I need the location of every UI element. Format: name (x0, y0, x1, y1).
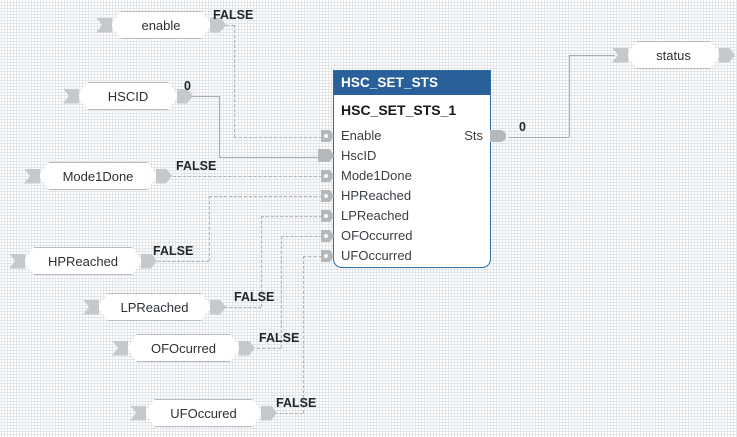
tag-cap-left-icon (63, 88, 79, 104)
input-pin-label-ofoccurred: OFOccurred (341, 228, 413, 243)
value-label-sts: 0 (519, 120, 526, 134)
input-pin-connector-icon[interactable] (321, 250, 334, 262)
input-pin-label-hscid: HscID (341, 148, 377, 163)
wire-enable (234, 137, 322, 138)
wire-lpreached (261, 216, 322, 217)
wire-hpreached (209, 196, 210, 261)
input-pin-connector-icon[interactable] (321, 170, 334, 182)
wire-enable (234, 25, 235, 137)
tag-cap-left-icon (9, 253, 25, 269)
tag-label-lpreached: LPReached (98, 293, 211, 321)
variable-tag-hpreached[interactable]: HPReached (9, 247, 157, 275)
tag-cap-left-icon (96, 17, 112, 33)
wire-ofocurred (241, 348, 281, 349)
pin-row-mode1done[interactable]: Mode1Done (321, 166, 490, 186)
pin-row-enable[interactable]: Enable Sts (321, 126, 506, 146)
wire-lpreached (261, 216, 262, 307)
input-pin-label-ufoccurred: UFOccurred (341, 248, 412, 263)
wire-hpreached (148, 261, 209, 262)
input-pin-connector-icon[interactable] (321, 130, 334, 142)
variable-tag-enable[interactable]: enable (96, 11, 226, 39)
value-label-ufoccured: FALSE (276, 396, 317, 410)
variable-tag-ufoccured[interactable]: UFOccured (130, 399, 277, 427)
tag-label-hscid: HSCID (78, 82, 178, 110)
wire-ofocurred (281, 236, 282, 348)
value-label-mode1done: FALSE (176, 159, 217, 173)
tag-cap-left-icon (24, 168, 40, 184)
wire-ufoccured (303, 256, 304, 413)
wire-mode1done (163, 176, 322, 177)
wire-status (509, 137, 569, 138)
value-label-hscid: 0 (184, 79, 191, 93)
wire-status (569, 55, 615, 56)
pin-row-lpreached[interactable]: LPReached (321, 206, 490, 226)
pin-row-ofoccurred[interactable]: OFOccurred (321, 226, 490, 246)
tag-label-mode1done: Mode1Done (39, 162, 157, 190)
wire-hscid (219, 96, 220, 157)
input-pin-label-hpreached: HPReached (341, 188, 412, 203)
wire-status (569, 55, 570, 137)
tag-cap-right-icon (177, 88, 193, 104)
tag-label-hpreached: HPReached (24, 247, 142, 275)
pin-row-ufoccurred[interactable]: UFOccurred (321, 246, 490, 266)
output-pin-connector-icon[interactable] (490, 130, 506, 142)
value-label-enable: FALSE (213, 8, 254, 22)
value-label-ofocurred: FALSE (259, 331, 300, 345)
value-label-lpreached: FALSE (234, 290, 275, 304)
tag-cap-left-icon (112, 340, 128, 356)
tag-cap-right-icon (210, 299, 226, 315)
function-block-pins: Enable Sts HscID Mode1Done HPReached LPR… (318, 126, 506, 266)
variable-tag-mode1done[interactable]: Mode1Done (24, 162, 172, 190)
variable-tag-ofocurred[interactable]: OFOcurred (112, 334, 255, 362)
tag-cap-right-icon (210, 17, 226, 33)
input-pin-connector-icon[interactable] (321, 190, 334, 202)
tag-label-status: status (627, 41, 720, 69)
variable-tag-lpreached[interactable]: LPReached (83, 293, 226, 321)
function-block-instance-name: HSC_SET_STS_1 (341, 102, 457, 118)
value-label-hpreached: FALSE (153, 244, 194, 258)
output-pin-label-sts: Sts (464, 128, 483, 143)
wire-ofocurred (281, 236, 322, 237)
wire-ufoccured (303, 256, 322, 257)
tag-label-enable: enable (111, 11, 211, 39)
function-block-hsc-set-sts[interactable]: HSC_SET_STS HSC_SET_STS_1 Enable Sts Hsc… (318, 70, 506, 268)
input-pin-connector-icon[interactable] (321, 230, 334, 242)
input-pin-connector-icon[interactable] (318, 149, 334, 162)
wire-hscid (175, 96, 219, 97)
wire-ufoccured (259, 413, 303, 414)
tag-cap-right-icon (239, 340, 255, 356)
tag-cap-left-icon (130, 405, 146, 421)
input-pin-label-enable: Enable (341, 128, 382, 143)
grid-line-v (118, 0, 119, 437)
wire-hpreached (209, 196, 322, 197)
variable-tag-status[interactable]: status (612, 41, 735, 69)
grid-line-h (0, 284, 737, 285)
tag-cap-left-icon (83, 299, 99, 315)
tag-cap-right-icon (156, 168, 172, 184)
wire-lpreached (215, 307, 261, 308)
grid-line-v (268, 0, 269, 437)
tag-label-ufoccured: UFOccured (145, 399, 262, 427)
input-pin-connector-icon[interactable] (321, 210, 334, 222)
tag-cap-right-icon (719, 47, 735, 63)
variable-tag-hscid[interactable]: HSCID (63, 82, 193, 110)
input-pin-label-mode1done: Mode1Done (341, 168, 412, 183)
wire-hscid (219, 157, 322, 158)
function-block-type-name: HSC_SET_STS (334, 71, 490, 95)
tag-cap-right-icon (261, 405, 277, 421)
tag-label-ofocurred: OFOcurred (127, 334, 240, 362)
tag-cap-right-icon (141, 253, 157, 269)
tag-cap-left-icon (612, 47, 628, 63)
pin-row-hscid[interactable]: HscID (318, 146, 490, 166)
grid-line-h (0, 362, 737, 363)
input-pin-label-lpreached: LPReached (341, 208, 409, 223)
pin-row-hpreached[interactable]: HPReached (321, 186, 490, 206)
